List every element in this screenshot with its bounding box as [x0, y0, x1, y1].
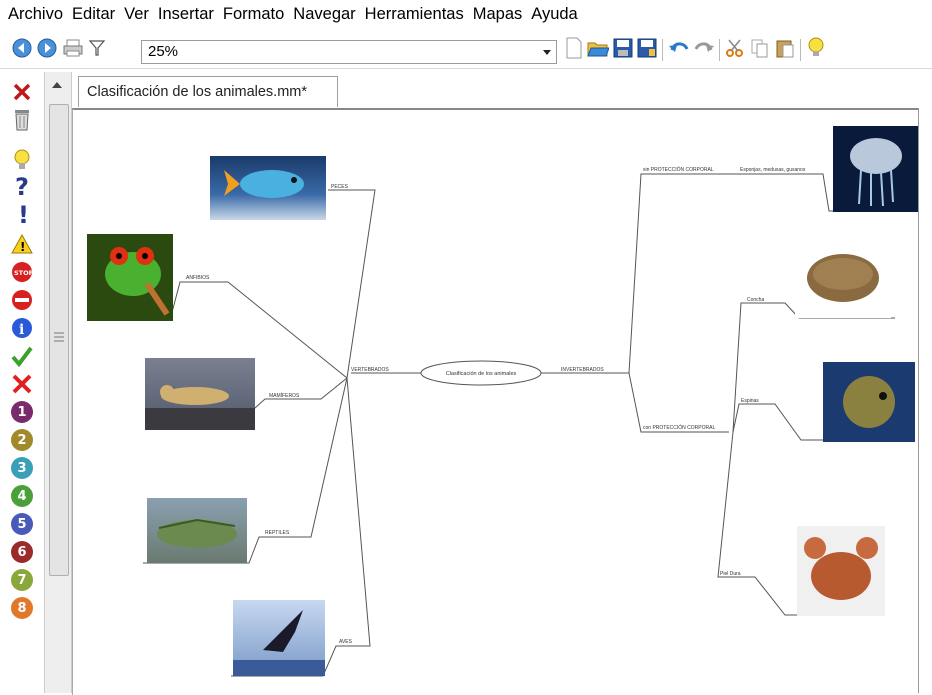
icon-bar: ? ! ! STOP i 1 2 3 4 5 6 7 8	[0, 72, 44, 693]
chevron-down-icon[interactable]	[540, 45, 554, 59]
vertebrados-label[interactable]: VERTEBRADOS	[351, 367, 389, 373]
redo-icon[interactable]	[693, 37, 715, 59]
pufferfish-image[interactable]	[823, 362, 915, 442]
espinas-label[interactable]: Espinas	[741, 398, 759, 404]
menu-navegar[interactable]: Navegar	[293, 5, 356, 23]
peces-label[interactable]: PECES	[331, 184, 349, 190]
vertical-scrollbar[interactable]	[44, 72, 72, 693]
svg-text:!: !	[18, 201, 29, 227]
mamiferos-label[interactable]: MAMÍFEROS	[269, 392, 300, 399]
svg-text:i: i	[19, 322, 24, 338]
cross-icon[interactable]	[10, 372, 34, 396]
no-entry-icon[interactable]	[10, 288, 34, 312]
priority-4-icon[interactable]: 4	[10, 484, 34, 508]
zoom-select[interactable]: 25%	[141, 40, 557, 64]
svg-text:!: !	[20, 240, 25, 254]
priority-8-icon[interactable]: 8	[10, 596, 34, 620]
crab-image[interactable]	[797, 526, 885, 616]
question-icon[interactable]: ?	[10, 173, 34, 199]
toolbar-separator	[800, 39, 801, 61]
delete-icon[interactable]	[10, 80, 34, 104]
info-icon[interactable]: i	[10, 316, 34, 340]
right-frame	[918, 108, 932, 693]
menu-editar[interactable]: Editar	[72, 5, 116, 23]
warning-icon[interactable]: !	[10, 232, 34, 256]
aves-label[interactable]: AVES	[339, 639, 353, 645]
esponjas-label[interactable]: Esponjas, medusas, gusanos	[740, 167, 806, 173]
menu-ayuda[interactable]: Ayuda	[531, 5, 578, 23]
grip-icon	[54, 332, 64, 342]
sin-proteccion-label[interactable]: sin PROTECCIÓN CORPORAL	[643, 166, 714, 173]
shell-image[interactable]	[795, 246, 891, 318]
leopard-image[interactable]	[145, 358, 255, 430]
tab-strip: Clasificación de los animales.mm*	[72, 72, 932, 108]
menu-insertar[interactable]: Insertar	[157, 5, 214, 23]
scroll-thumb[interactable]	[49, 104, 69, 576]
con-proteccion-label[interactable]: con PROTECCIÓN CORPORAL	[643, 424, 715, 431]
center-node-label: Clasificación de los animales	[446, 371, 517, 377]
jellyfish-image[interactable]	[833, 126, 919, 212]
print-icon[interactable]	[62, 37, 84, 59]
priority-2-icon[interactable]: 2	[10, 428, 34, 452]
menu-formato[interactable]: Formato	[222, 5, 285, 23]
priority-1-icon[interactable]: 1	[10, 400, 34, 424]
menu-bar: Archivo Editar Ver Insertar Formato Nave…	[0, 0, 932, 28]
menu-herramientas[interactable]: Herramientas	[364, 5, 464, 23]
undo-icon[interactable]	[668, 37, 690, 59]
trash-icon[interactable]	[10, 108, 34, 132]
menu-mapas[interactable]: Mapas	[472, 5, 523, 23]
paste-icon[interactable]	[774, 37, 796, 59]
save-icon[interactable]	[612, 37, 634, 59]
forward-icon[interactable]	[36, 37, 58, 59]
reptiles-label[interactable]: REPTILES	[265, 530, 290, 536]
frog-image[interactable]	[87, 234, 173, 321]
filter-icon[interactable]	[86, 37, 108, 59]
lightbulb-icon[interactable]	[10, 148, 34, 172]
fish-image[interactable]	[210, 156, 326, 220]
toolbar-separator	[662, 39, 663, 61]
svg-text:?: ?	[15, 173, 29, 199]
invertebrados-label[interactable]: INVERTEBRADOS	[561, 367, 604, 373]
priority-3-icon[interactable]: 3	[10, 456, 34, 480]
exclamation-icon[interactable]: !	[10, 201, 34, 227]
open-icon[interactable]	[587, 37, 609, 59]
check-icon[interactable]	[10, 344, 34, 368]
stop-icon[interactable]: STOP	[10, 260, 34, 284]
save-as-icon[interactable]	[636, 37, 658, 59]
chevron-up-icon[interactable]	[50, 78, 64, 92]
zoom-value: 25%	[148, 43, 179, 60]
concha-label[interactable]: Concha	[747, 297, 764, 303]
menu-archivo[interactable]: Archivo	[8, 5, 64, 23]
menu-ver[interactable]: Ver	[124, 5, 149, 23]
priority-6-icon[interactable]: 6	[10, 540, 34, 564]
mindmap-canvas[interactable]: Clasificación de los animales VERTEBRADO…	[72, 108, 919, 695]
priority-7-icon[interactable]: 7	[10, 568, 34, 592]
cut-icon[interactable]	[724, 37, 746, 59]
piel-dura-label[interactable]: Piel Dura	[720, 571, 741, 577]
anfibios-label[interactable]: ANFIBIOS	[186, 275, 210, 281]
toolbar: 25%	[0, 28, 932, 69]
idea-icon[interactable]	[805, 37, 827, 59]
toolbar-separator	[719, 39, 720, 61]
new-icon[interactable]	[563, 37, 585, 59]
mindmap-lines: Clasificación de los animales VERTEBRADO…	[143, 166, 895, 677]
iguana-image[interactable]	[147, 498, 247, 563]
tab-label: Clasificación de los animales.mm*	[87, 84, 307, 100]
copy-icon[interactable]	[749, 37, 771, 59]
bird-image[interactable]	[233, 600, 325, 676]
svg-text:STOP: STOP	[14, 269, 33, 277]
priority-5-icon[interactable]: 5	[10, 512, 34, 536]
back-icon[interactable]	[11, 37, 33, 59]
tab-document[interactable]: Clasificación de los animales.mm*	[78, 76, 338, 107]
